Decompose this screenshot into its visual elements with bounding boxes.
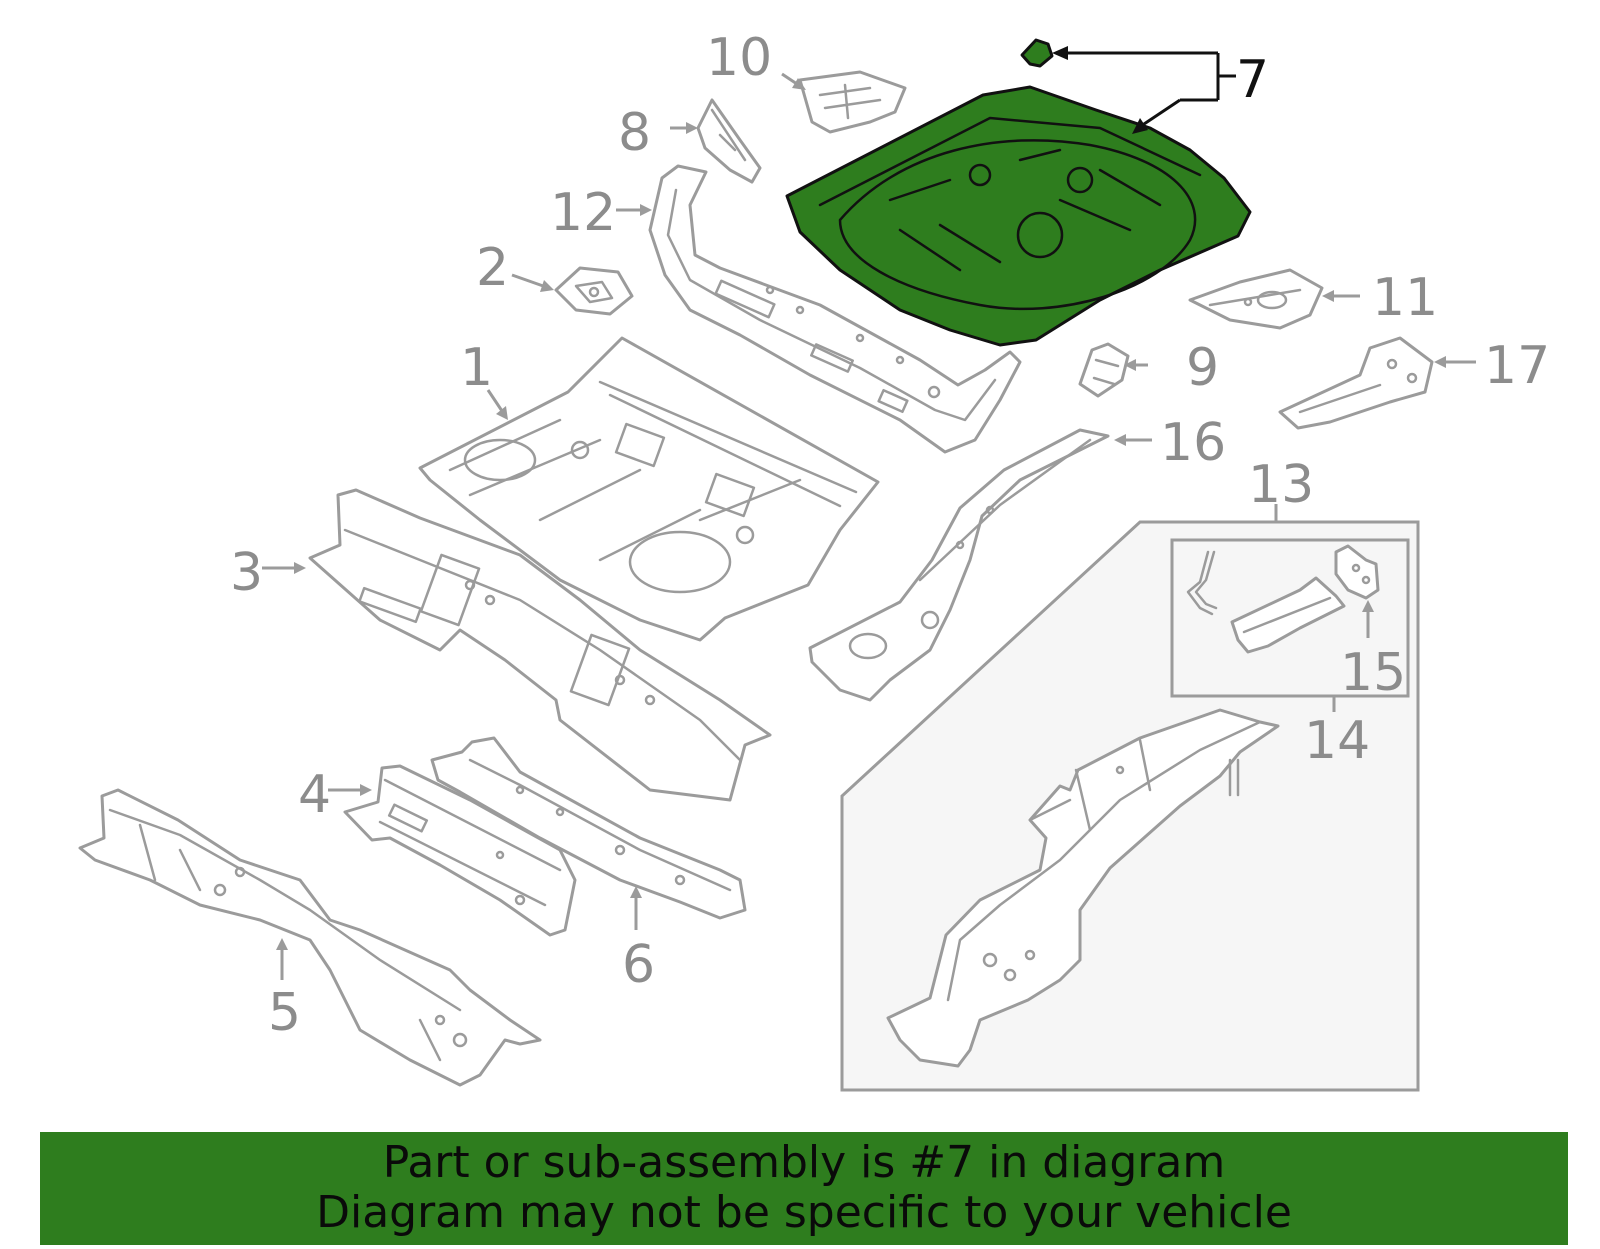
part-5-floor-side-member[interactable] <box>78 788 542 1087</box>
callout-11[interactable]: 11 <box>1372 268 1438 328</box>
part-7-clip[interactable] <box>1020 38 1054 68</box>
part-15-bracket[interactable] <box>1334 544 1380 600</box>
part-8-bracket[interactable] <box>696 98 762 184</box>
part-3-floor-crossmember[interactable] <box>308 488 772 802</box>
info-banner: Part or sub-assembly is #7 in diagram Di… <box>40 1132 1568 1245</box>
part-1-floor-pan[interactable] <box>418 336 880 642</box>
part-4-crossmember[interactable] <box>343 764 577 937</box>
callout-7[interactable]: 7 <box>1236 50 1269 110</box>
part-9-bracket[interactable] <box>1078 342 1130 398</box>
part-14-rod[interactable] <box>1186 550 1218 616</box>
part-2-patch[interactable] <box>554 266 634 316</box>
callout-9[interactable]: 9 <box>1186 338 1219 398</box>
callout-2[interactable]: 2 <box>476 238 509 298</box>
part-10-bracket[interactable] <box>798 70 907 134</box>
banner-line-2: Diagram may not be specific to your vehi… <box>316 1187 1292 1238</box>
callout-12[interactable]: 12 <box>550 183 616 243</box>
callout-16[interactable]: 16 <box>1160 413 1226 473</box>
callout-8[interactable]: 8 <box>618 103 651 163</box>
callout-5[interactable]: 5 <box>268 983 301 1043</box>
part-7-rear-floor-pan[interactable] <box>785 85 1252 347</box>
part-13-rear-side-member[interactable] <box>886 708 1280 1068</box>
part-6-crossmember[interactable] <box>430 736 747 920</box>
callout-4[interactable]: 4 <box>298 765 331 825</box>
callout-10[interactable]: 10 <box>706 28 772 88</box>
callout-6[interactable]: 6 <box>622 935 655 995</box>
part-12-rear-crossmember[interactable] <box>648 164 1022 454</box>
callout-14[interactable]: 14 <box>1304 711 1370 771</box>
callout-7-leader <box>1052 46 1236 134</box>
part-11-bracket[interactable] <box>1188 268 1324 330</box>
banner-line-1: Part or sub-assembly is #7 in diagram <box>382 1137 1226 1188</box>
callout-17[interactable]: 17 <box>1484 336 1550 396</box>
part-17-bracket[interactable] <box>1278 336 1434 430</box>
callout-15[interactable]: 15 <box>1340 643 1406 703</box>
callout-13[interactable]: 13 <box>1248 455 1314 515</box>
part-14-bracket[interactable] <box>1230 576 1346 654</box>
part-16-side-rail[interactable] <box>808 428 1110 702</box>
callout-1[interactable]: 1 <box>460 338 493 398</box>
callout-3[interactable]: 3 <box>230 543 263 603</box>
